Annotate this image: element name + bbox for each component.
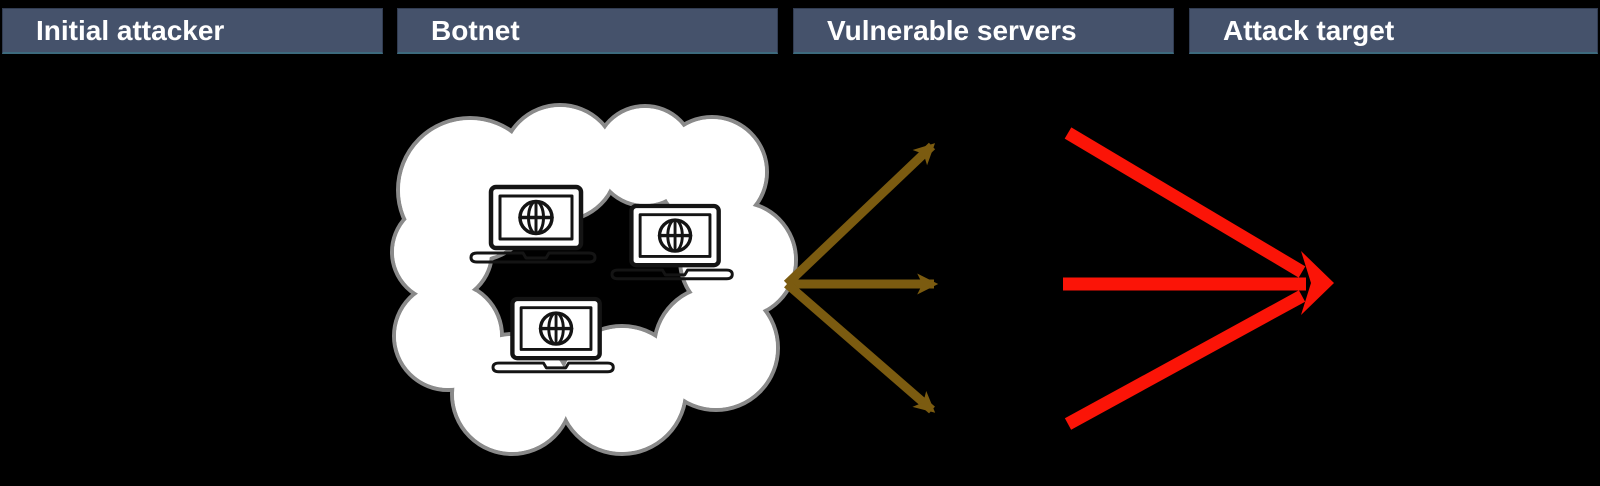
- attack-arrows: [1063, 127, 1306, 430]
- header-initial-attacker: Initial attacker: [2, 8, 383, 54]
- header-label: Attack target: [1223, 14, 1395, 46]
- header-vulnerable-servers: Vulnerable servers: [793, 8, 1174, 54]
- laptop-globe-icon: [469, 184, 597, 264]
- header-label: Botnet: [431, 14, 520, 46]
- header-label: Initial attacker: [36, 14, 225, 46]
- header-attack-target: Attack target: [1189, 8, 1598, 54]
- attack-arrow-bottom: [1064, 290, 1306, 430]
- laptop-globe-icon: [491, 296, 615, 374]
- laptop-globe-icon: [610, 203, 734, 281]
- cloud-icon: [390, 103, 798, 456]
- cloud-fill-cover: [394, 107, 794, 452]
- attack-arrow-top: [1064, 127, 1306, 278]
- request-arrow-top: [783, 142, 936, 288]
- request-arrows: [783, 142, 939, 414]
- botnet-devices: [469, 184, 734, 374]
- attack-arrowhead: [1301, 251, 1334, 315]
- request-arrow-bottom: [784, 280, 936, 414]
- header-botnet: Botnet: [397, 8, 778, 54]
- header-label: Vulnerable servers: [827, 14, 1077, 46]
